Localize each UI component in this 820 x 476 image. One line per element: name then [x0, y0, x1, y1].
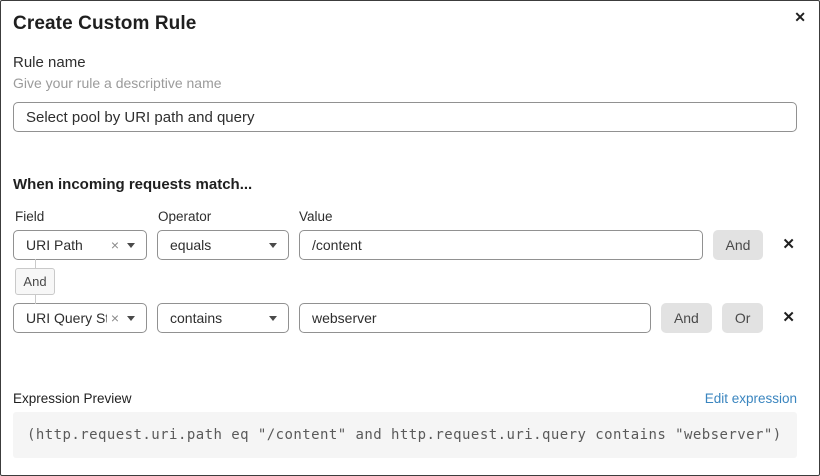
and-joiner-badge: And — [15, 259, 55, 304]
operator-select-value: equals — [170, 237, 212, 253]
remove-condition-icon[interactable]: ✕ — [782, 236, 795, 253]
operator-select[interactable]: contains — [157, 303, 289, 333]
value-input[interactable] — [299, 303, 651, 333]
condition-row-2: URI Query St... × contains And Or ✕ — [13, 303, 797, 333]
expression-preview-label: Expression Preview — [13, 391, 132, 406]
clear-selection-icon[interactable]: × — [110, 237, 119, 253]
operator-column-label: Operator — [158, 209, 212, 224]
field-select[interactable]: URI Path × — [13, 230, 147, 260]
operator-select[interactable]: equals — [157, 230, 289, 260]
remove-condition-icon[interactable]: ✕ — [782, 309, 795, 326]
close-icon[interactable]: ✕ — [794, 9, 806, 25]
clear-selection-icon[interactable]: × — [110, 310, 119, 326]
page-title: Create Custom Rule — [13, 13, 197, 34]
chevron-down-icon — [269, 315, 277, 321]
field-select-value: URI Query St... — [26, 310, 107, 326]
rule-name-input[interactable] — [13, 102, 797, 132]
chevron-down-icon — [127, 242, 135, 248]
match-section-heading: When incoming requests match... — [13, 176, 253, 193]
chevron-down-icon — [269, 242, 277, 248]
value-input[interactable] — [299, 230, 703, 260]
and-button[interactable]: And — [660, 303, 712, 333]
rule-name-help-text: Give your rule a descriptive name — [13, 75, 222, 91]
expression-preview-header: Expression Preview Edit expression — [13, 390, 797, 407]
condition-row-1: URI Path × equals And ✕ — [13, 230, 797, 260]
rule-name-label: Rule name — [13, 54, 86, 71]
field-column-label: Field — [15, 209, 45, 224]
edit-expression-link[interactable]: Edit expression — [704, 391, 797, 406]
chevron-down-icon — [127, 315, 135, 321]
expression-code: (http.request.uri.path eq "/content" and… — [27, 427, 782, 443]
condition-column-labels: Field Operator Value — [13, 209, 797, 225]
operator-select-value: contains — [170, 310, 223, 326]
field-select[interactable]: URI Query St... × — [13, 303, 147, 333]
or-button[interactable]: Or — [721, 303, 764, 333]
value-column-label: Value — [299, 209, 333, 224]
field-select-value: URI Path — [26, 237, 83, 253]
expression-code-block: (http.request.uri.path eq "/content" and… — [13, 412, 797, 458]
and-button[interactable]: And — [712, 230, 764, 260]
